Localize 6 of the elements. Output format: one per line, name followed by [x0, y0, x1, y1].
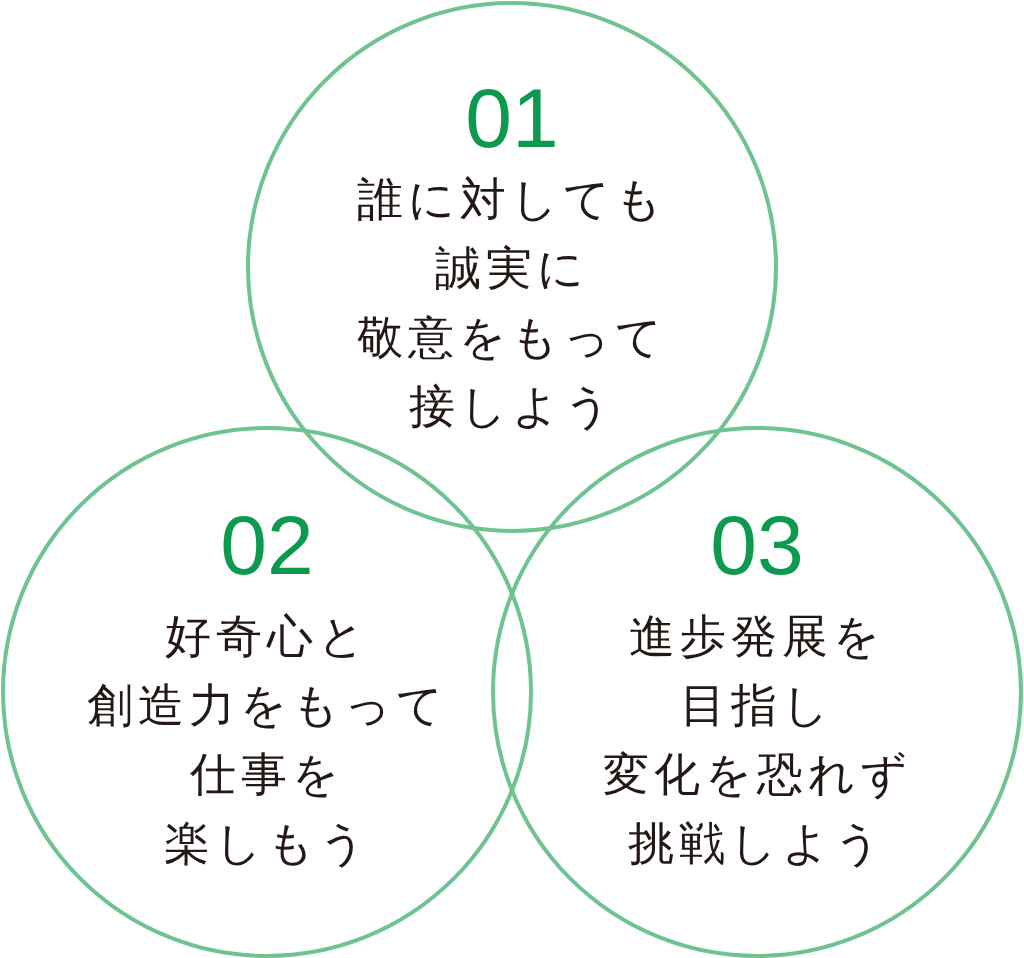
number-label: 03 [710, 503, 804, 587]
motto-text: 誰に対しても誠実に敬意をもって接しよう [357, 171, 667, 435]
number-label: 01 [465, 76, 559, 160]
motto-text: 好奇心と創造力をもって仕事を楽しもう [86, 608, 448, 872]
motto-text: 進歩発展を目指し変化を恐れず挑戦しよう [602, 608, 912, 872]
number-label: 02 [220, 503, 314, 587]
